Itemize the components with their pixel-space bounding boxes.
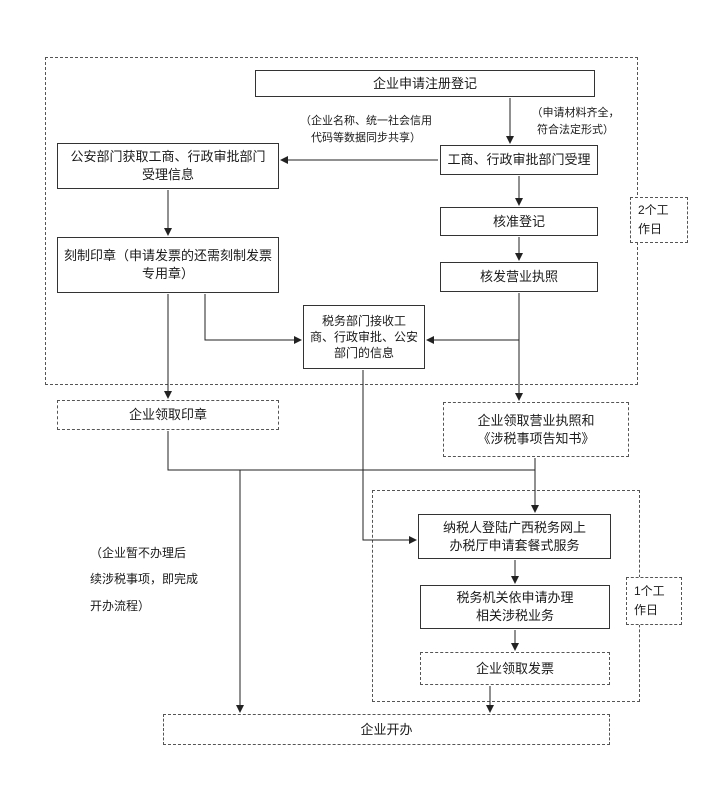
flow-box-receive-license: 企业领取营业执照和 《涉税事项告知书》 — [443, 402, 629, 457]
flow-box-engrave-seal: 刻制印章（申请发票的还需刻制发票 专用章） — [57, 237, 279, 293]
flow-box-receive-invoice: 企业领取发票 — [420, 652, 610, 685]
flow-box-tax-handle: 税务机关依申请办理 相关涉税业务 — [420, 585, 610, 629]
flow-box-approve-registration: 核准登记 — [440, 207, 598, 236]
flow-box-apply: 企业申请注册登记 — [255, 70, 595, 97]
flow-box-taxpayer-login: 纳税人登陆广西税务网上 办税厅申请套餐式服务 — [418, 514, 611, 559]
flow-box-tax-receive-info: 税务部门接收工 商、行政审批、公安 部门的信息 — [303, 305, 425, 369]
flow-box-accept: 工商、行政审批部门受理 — [440, 145, 598, 175]
duration-one-working-day: 1个工 作日 — [626, 577, 682, 625]
duration-two-working-days: 2个工 作日 — [630, 197, 688, 243]
annotation-materials-complete: （申请材料齐全， 符合法定形式） — [531, 107, 620, 136]
annotation-skip-note: （企业暂不办理后 续涉税事项，即完成 开办流程） — [90, 546, 199, 613]
flow-box-police-info: 公安部门获取工商、行政审批部门 受理信息 — [57, 143, 279, 189]
flow-box-receive-seal: 企业领取印章 — [57, 400, 279, 430]
flow-box-enterprise-open: 企业开办 — [163, 714, 610, 745]
annotation-data-share: （企业名称、统一社会信用 代码等数据同步共享） — [300, 115, 432, 144]
flow-box-issue-license: 核发营业执照 — [440, 262, 598, 292]
